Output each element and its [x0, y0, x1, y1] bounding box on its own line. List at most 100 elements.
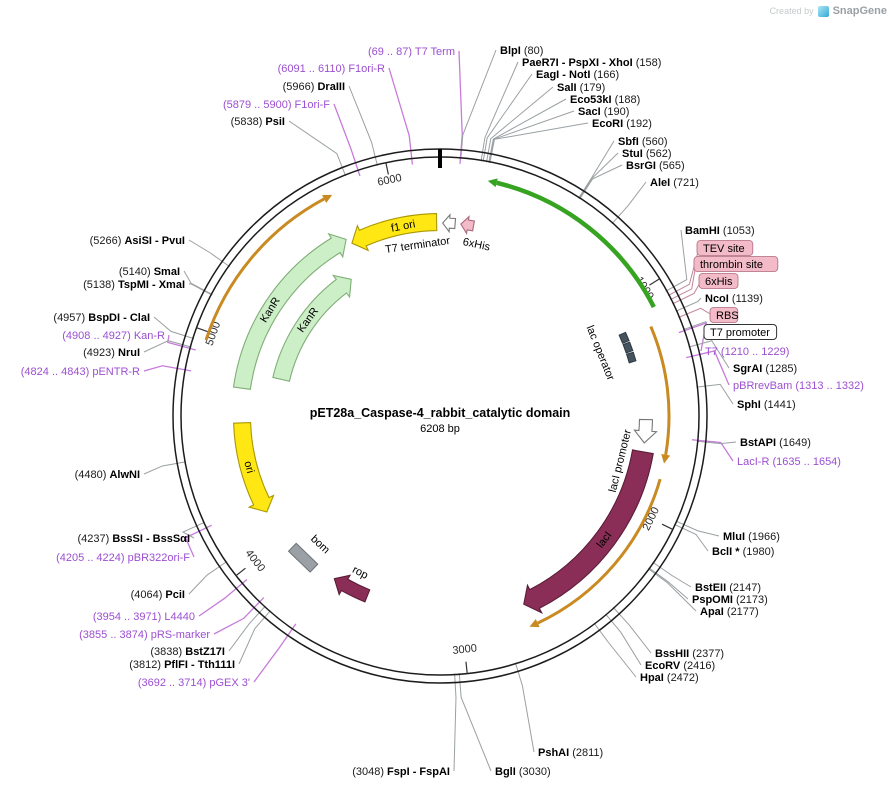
primer-label-pbr322ori-f[interactable]: (4205 .. 4224) pBR322ori-F — [56, 552, 190, 564]
enzyme-site-label-sphi[interactable]: SphI (1441) — [737, 399, 796, 411]
enzyme-site-label-bsshii[interactable]: BssHII (2377) — [655, 648, 724, 660]
callout-line-eco53ki — [488, 98, 567, 163]
enzyme-site-label-smai[interactable]: (5140) SmaI — [119, 266, 180, 278]
feature-kanr_inner[interactable] — [272, 274, 352, 382]
callout-line-bstz17i — [228, 605, 266, 652]
callout-line-tspmi-xmai — [188, 283, 213, 296]
feature-pill-label-thrombin-site[interactable]: thrombin site — [700, 259, 763, 271]
feature-orf_right_lower-arrowhead — [529, 619, 540, 628]
feature-orf_right_upper[interactable] — [649, 325, 671, 456]
enzyme-site-label-pshai[interactable]: PshAI (2811) — [538, 747, 603, 759]
feature-pill-thrombin-site[interactable] — [693, 256, 779, 272]
feature-label-his6_top[interactable]: 6xHis — [462, 236, 492, 254]
callout-line-sphi — [696, 383, 734, 405]
feature-lacI_promoter[interactable] — [633, 418, 658, 444]
enzyme-site-label-paer7i-pspxi-xhoi[interactable]: PaeR7I - PspXI - XhoI (158) — [522, 57, 661, 69]
enzyme-site-label-stui[interactable]: StuI (562) — [622, 148, 672, 160]
callout-line-pflfi-tth111i — [238, 610, 271, 665]
feature-rop[interactable] — [333, 574, 371, 603]
enzyme-site-label-eco53ki[interactable]: Eco53kI (188) — [570, 94, 640, 106]
primer-label-pbrrevbam[interactable]: pBRrevBam (1313 .. 1332) — [733, 380, 864, 392]
callout-line-hpai — [593, 622, 637, 678]
enzyme-site-label-bsssi-bsss-i[interactable]: (4237) BssSI - BssSαI — [77, 533, 190, 545]
feature-pill-label-6xhis[interactable]: 6xHis — [705, 276, 733, 288]
feature-lac_operator-box[interactable] — [618, 331, 630, 345]
feature-f1_ori[interactable] — [351, 212, 438, 252]
enzyme-site-label-psii[interactable]: (5838) PsiI — [231, 116, 285, 128]
feature-lacI[interactable] — [523, 449, 654, 614]
feature-his6_top[interactable] — [460, 215, 476, 236]
enzyme-site-label-blpi[interactable]: BlpI (80) — [500, 45, 543, 57]
enzyme-site-label-bamhi[interactable]: BamHI (1053) — [685, 225, 755, 237]
enzyme-site-label-nrui[interactable]: (4923) NruI — [83, 347, 140, 359]
enzyme-site-label-pflfi-tth111i[interactable]: (3812) PflFI - Tth111I — [129, 659, 235, 671]
primer-label-t7[interactable]: T7 (1210 .. 1229) — [705, 346, 789, 358]
enzyme-site-label-asisi-pvui[interactable]: (5266) AsiSI - PvuI — [90, 235, 185, 247]
feature-pill-t7-promoter[interactable] — [703, 324, 778, 340]
enzyme-site-label-pspomi[interactable]: PspOMI (2173) — [692, 594, 768, 606]
primer-label-kan-r[interactable]: (4908 .. 4927) Kan-R — [62, 330, 165, 342]
enzyme-site-label-bsteii[interactable]: BstEII (2147) — [695, 582, 761, 594]
feature-label-lac_operator[interactable]: lac operator — [584, 324, 617, 383]
primer-label-prs-marker[interactable]: (3855 .. 3874) pRS-marker — [79, 629, 210, 641]
callout-line-l4440 — [198, 578, 248, 617]
enzyme-site-label-sali[interactable]: SalI (179) — [557, 82, 605, 94]
enzyme-site-label-apai[interactable]: ApaI (2177) — [700, 606, 759, 618]
watermark-brand: SnapGene — [832, 5, 887, 17]
position-tick — [196, 327, 209, 333]
enzyme-site-label-bstz17i[interactable]: (3838) BstZ17I — [150, 646, 225, 658]
enzyme-site-label-bsrgi[interactable]: BsrGI (565) — [626, 160, 685, 172]
primer-label-laci-r[interactable]: LacI-R (1635 .. 1654) — [737, 456, 841, 468]
enzyme-site-label-eagi-noti[interactable]: EagI - NotI (166) — [536, 69, 619, 81]
enzyme-site-label-saci[interactable]: SacI (190) — [578, 106, 629, 118]
primer-label-pgex-3[interactable]: (3692 .. 3714) pGEX 3' — [138, 677, 250, 689]
feature-pill-label-tev-site[interactable]: TEV site — [703, 243, 745, 255]
feature-label-ori[interactable]: ori — [241, 460, 256, 475]
primer-label-f1ori-r[interactable]: (6091 .. 6110) F1ori-R — [278, 63, 385, 75]
feature-lac_operator-box[interactable] — [625, 351, 637, 364]
enzyme-site-label-bgli[interactable]: BglI (3030) — [495, 766, 551, 778]
feature-pill-rbs[interactable] — [709, 307, 739, 323]
feature-label-bom[interactable]: bom — [308, 533, 332, 556]
callout-line-mlui — [675, 520, 720, 537]
enzyme-site-label-bcli[interactable]: BclI * (1980) — [712, 546, 774, 558]
primer-label-l4440[interactable]: (3954 .. 3971) L4440 — [93, 611, 195, 623]
enzyme-site-label-ecorv[interactable]: EcoRV (2416) — [645, 660, 715, 672]
feature-insert_cds[interactable] — [496, 180, 656, 309]
feature-label-f1_ori[interactable]: f1 ori — [390, 218, 416, 234]
feature-label-rop[interactable]: rop — [350, 564, 370, 582]
feature-t7_terminator[interactable] — [441, 213, 457, 234]
enzyme-site-label-bspdi-clai[interactable]: (4957) BspDI - ClaI — [53, 312, 150, 324]
enzyme-site-label-sgrai[interactable]: SgrAI (1285) — [733, 363, 797, 375]
feature-orf_left[interactable] — [204, 197, 325, 341]
feature-pill-tev-site[interactable] — [696, 240, 754, 256]
enzyme-site-label-mlui[interactable]: MluI (1966) — [723, 531, 780, 543]
feature-label-t7_terminator[interactable]: T7 terminator — [384, 235, 451, 256]
callout-line-ecorv — [605, 613, 642, 666]
enzyme-site-label-alei[interactable]: AleI (721) — [650, 177, 699, 189]
enzyme-site-label-tspmi-xmai[interactable]: (5138) TspMI - XmaI — [83, 279, 185, 291]
feature-pill-label-rbs[interactable]: RBS — [716, 310, 739, 322]
feature-pill-label-t7-promoter[interactable]: T7 promoter — [710, 327, 770, 339]
feature-ori[interactable] — [233, 422, 275, 513]
enzyme-site-label-draiii[interactable]: (5966) DraIII — [283, 81, 345, 93]
enzyme-site-label-fspi-fspai[interactable]: (3048) FspI - FspAI — [352, 766, 450, 778]
callout-line-pshai — [514, 662, 535, 753]
feature-lac_operator-box[interactable] — [622, 341, 634, 354]
primer-label-pentr-r[interactable]: (4824 .. 4843) pENTR-R — [21, 366, 140, 378]
enzyme-site-label-ecori[interactable]: EcoRI (192) — [592, 118, 652, 130]
enzyme-site-label-pcii[interactable]: (4064) PciI — [131, 589, 185, 601]
feature-bom[interactable] — [287, 542, 319, 573]
enzyme-site-label-ncoi[interactable]: NcoI (1139) — [705, 293, 763, 305]
feature-kanr_outer[interactable] — [232, 232, 347, 390]
callout-line-saci — [488, 110, 575, 163]
enzyme-site-label-hpai[interactable]: HpaI (2472) — [640, 672, 699, 684]
feature-orf_right_lower[interactable] — [537, 478, 662, 625]
feature-pill-6xhis[interactable] — [698, 273, 739, 289]
enzyme-site-label-bstapi[interactable]: BstAPI (1649) — [740, 437, 811, 449]
primer-label-t7-term[interactable]: (69 .. 87) T7 Term — [368, 46, 455, 58]
primer-label-f1ori-f[interactable]: (5879 .. 5900) F1ori-F — [223, 99, 330, 111]
enzyme-site-label-alwni[interactable]: (4480) AlwNI — [75, 469, 140, 481]
enzyme-site-label-sbfi[interactable]: SbfI (560) — [618, 136, 668, 148]
plasmid-length: 6208 bp — [420, 423, 460, 435]
